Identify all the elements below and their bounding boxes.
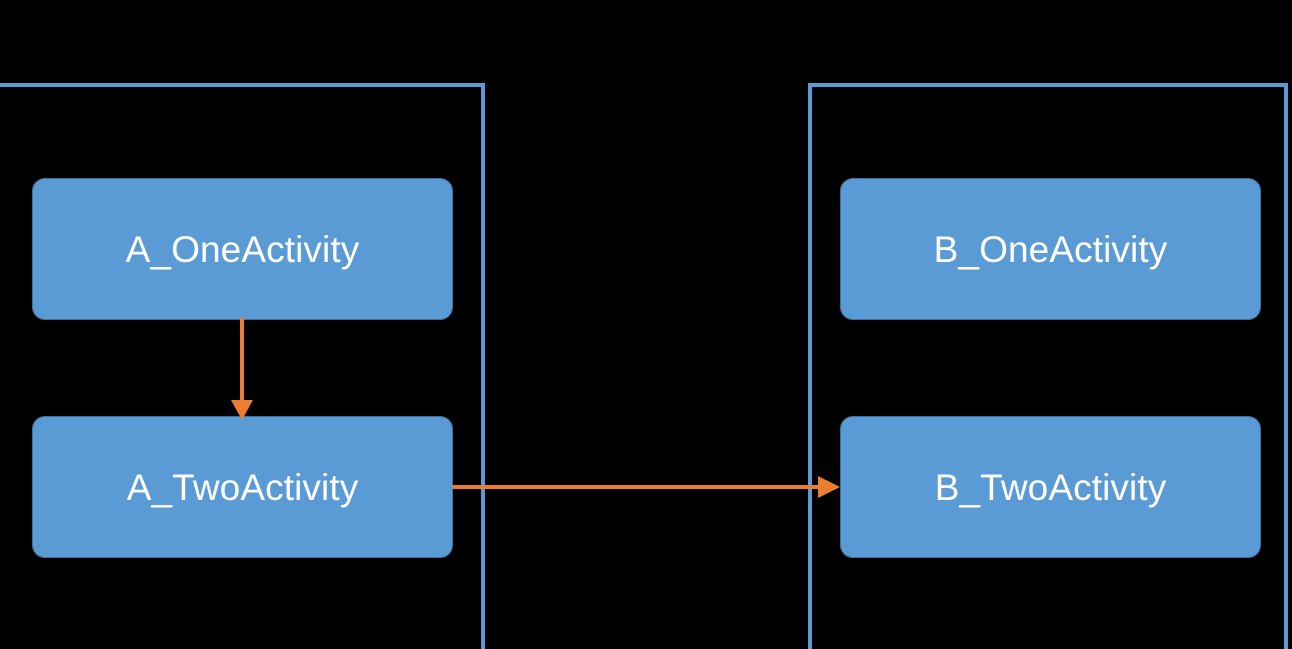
arrow-right-icon-a-two-to-b-two bbox=[452, 476, 840, 498]
activity-node-a-one[interactable]: A_OneActivity bbox=[32, 178, 453, 320]
right-app-container bbox=[808, 83, 1288, 649]
left-app-container bbox=[0, 83, 485, 649]
activity-node-a-two[interactable]: A_TwoActivity bbox=[32, 416, 453, 558]
activity-node-b-two[interactable]: B_TwoActivity bbox=[840, 416, 1261, 558]
activity-node-b-one[interactable]: B_OneActivity bbox=[840, 178, 1261, 320]
